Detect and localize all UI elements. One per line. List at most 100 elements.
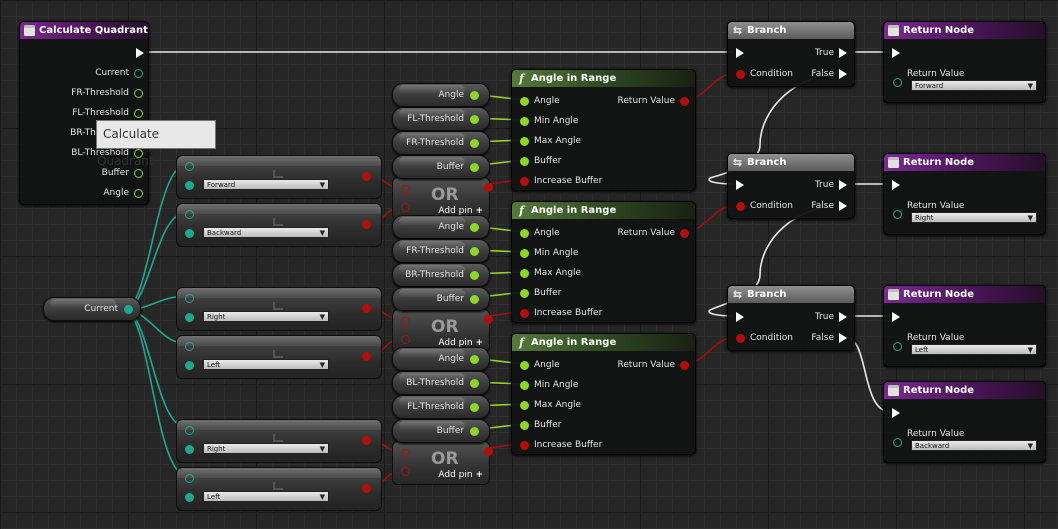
input-pin-angle[interactable] [520, 228, 529, 238]
input-pin-max-angle[interactable] [520, 268, 529, 278]
get-br-threshold-2[interactable]: BR-Threshold [392, 263, 490, 287]
output-pin-fr-threshold[interactable] [134, 88, 143, 98]
compare-b-pin[interactable] [185, 445, 194, 454]
branch-header[interactable]: ⇆ Branch [728, 154, 854, 171]
compare-enum-dropdown[interactable]: Forward▼ [203, 179, 329, 190]
return-value-dropdown[interactable]: Forward▼ [911, 80, 1037, 91]
var-pin[interactable] [470, 90, 479, 100]
input-pin-angle[interactable] [520, 96, 529, 106]
angle-in-range-header[interactable]: f Angle in Range [512, 70, 695, 87]
var-pin[interactable] [470, 294, 479, 304]
exec-in-pin[interactable] [736, 180, 744, 190]
return-node-backward[interactable]: Return Node Return Value Backward▼ [883, 381, 1046, 463]
compare-a-pin[interactable] [185, 162, 194, 171]
get-fl-threshold-3[interactable]: FL-Threshold [392, 395, 490, 419]
input-pin-increase-buffer[interactable] [520, 440, 529, 450]
exec-out-pin[interactable] [136, 48, 144, 58]
compare-enum-dropdown[interactable]: Left▼ [203, 359, 329, 370]
var-pin[interactable] [470, 426, 479, 436]
compare-a-pin[interactable] [185, 210, 194, 219]
var-pin[interactable] [470, 162, 479, 172]
return-value-pin[interactable] [893, 438, 902, 447]
var-pin[interactable] [470, 378, 479, 388]
input-pin-increase-buffer[interactable] [520, 176, 529, 186]
var-pin[interactable] [470, 402, 479, 412]
angle-in-range-header[interactable]: f Angle in Range [512, 202, 695, 219]
compare-node-forward[interactable]: Forward▼ [176, 155, 382, 199]
or-input-a-pin[interactable] [401, 185, 410, 194]
true-exec-pin[interactable] [839, 180, 847, 190]
output-pin-current[interactable] [134, 68, 143, 78]
output-pin-return-value[interactable] [680, 360, 689, 370]
var-pin[interactable] [470, 354, 479, 364]
condition-pin[interactable] [736, 69, 745, 79]
add-pin-button[interactable]: Add pin + [438, 338, 483, 348]
output-pin-return-value[interactable] [680, 228, 689, 238]
or-output-pin[interactable] [484, 447, 493, 456]
return-value-dropdown[interactable]: Left▼ [911, 344, 1037, 355]
output-pin-return-value[interactable] [680, 96, 689, 106]
compare-a-pin[interactable] [185, 474, 194, 483]
compare-b-pin[interactable] [185, 361, 194, 370]
current-variable-pin[interactable] [124, 304, 133, 314]
return-node-header[interactable]: Return Node [884, 382, 1045, 399]
input-pin-angle[interactable] [520, 360, 529, 370]
or-node-1[interactable]: OR Add pin + [392, 177, 493, 221]
compare-enum-dropdown[interactable]: Right▼ [203, 443, 329, 454]
input-pin-min-angle[interactable] [520, 116, 529, 126]
exec-in-pin[interactable] [892, 48, 900, 58]
compare-b-pin[interactable] [185, 181, 194, 190]
current-variable-node[interactable]: Current [43, 297, 141, 321]
compare-result-pin[interactable] [362, 304, 371, 313]
get-buffer-1[interactable]: Buffer [392, 155, 490, 179]
false-exec-pin[interactable] [839, 69, 847, 79]
exec-in-pin[interactable] [892, 408, 900, 418]
true-exec-pin[interactable] [839, 48, 847, 58]
or-input-b-pin[interactable] [401, 203, 410, 212]
exec-in-pin[interactable] [892, 312, 900, 322]
compare-node-backward[interactable]: Backward▼ [176, 203, 382, 247]
get-fr-threshold-2[interactable]: FR-Threshold [392, 239, 490, 263]
compare-result-pin[interactable] [362, 220, 371, 229]
input-pin-max-angle[interactable] [520, 400, 529, 410]
get-fr-threshold-1[interactable]: FR-Threshold [392, 131, 490, 155]
condition-pin[interactable] [736, 333, 745, 343]
branch-header[interactable]: ⇆ Branch [728, 22, 854, 39]
compare-result-pin[interactable] [362, 352, 371, 361]
get-angle-1[interactable]: Angle [392, 83, 490, 107]
var-pin[interactable] [470, 114, 479, 124]
calculate-quadrant-header[interactable]: Calculate Quadrant [20, 22, 148, 39]
calculate-quadrant-node[interactable]: Calculate Quadrant Current FR-Threshold … [19, 21, 149, 205]
return-value-pin[interactable] [893, 342, 902, 351]
angle-in-range-node-3[interactable]: f Angle in Range Angle Min Angle Max Ang… [511, 333, 696, 455]
or-input-a-pin[interactable] [401, 317, 410, 326]
or-node-3[interactable]: OR Add pin + [392, 441, 493, 485]
return-value-pin[interactable] [893, 210, 902, 219]
input-pin-min-angle[interactable] [520, 248, 529, 258]
return-value-dropdown[interactable]: Right▼ [911, 212, 1037, 223]
compare-result-pin[interactable] [362, 484, 371, 493]
branch-node-3[interactable]: ⇆ Branch Condition True False [727, 285, 855, 351]
or-output-pin[interactable] [484, 315, 493, 324]
add-pin-button[interactable]: Add pin + [438, 206, 483, 216]
branch-header[interactable]: ⇆ Branch [728, 286, 854, 303]
get-buffer-2[interactable]: Buffer [392, 287, 490, 311]
return-value-dropdown[interactable]: Backward▼ [911, 440, 1037, 451]
angle-in-range-header[interactable]: f Angle in Range [512, 334, 695, 351]
return-node-left[interactable]: Return Node Return Value Left▼ [883, 285, 1046, 367]
or-input-a-pin[interactable] [401, 449, 410, 458]
compare-a-pin[interactable] [185, 342, 194, 351]
add-pin-button[interactable]: Add pin + [438, 470, 483, 480]
var-pin[interactable] [470, 222, 479, 232]
compare-a-pin[interactable] [185, 426, 194, 435]
input-pin-max-angle[interactable] [520, 136, 529, 146]
compare-node-right[interactable]: Right▼ [176, 287, 382, 331]
input-pin-min-angle[interactable] [520, 380, 529, 390]
or-input-b-pin[interactable] [401, 335, 410, 344]
compare-enum-dropdown[interactable]: Backward▼ [203, 227, 329, 238]
input-pin-increase-buffer[interactable] [520, 308, 529, 318]
exec-in-pin[interactable] [892, 180, 900, 190]
return-value-pin[interactable] [893, 78, 902, 87]
angle-in-range-node-2[interactable]: f Angle in Range Angle Min Angle Max Ang… [511, 201, 696, 323]
compare-enum-dropdown[interactable]: Left▼ [203, 491, 329, 502]
